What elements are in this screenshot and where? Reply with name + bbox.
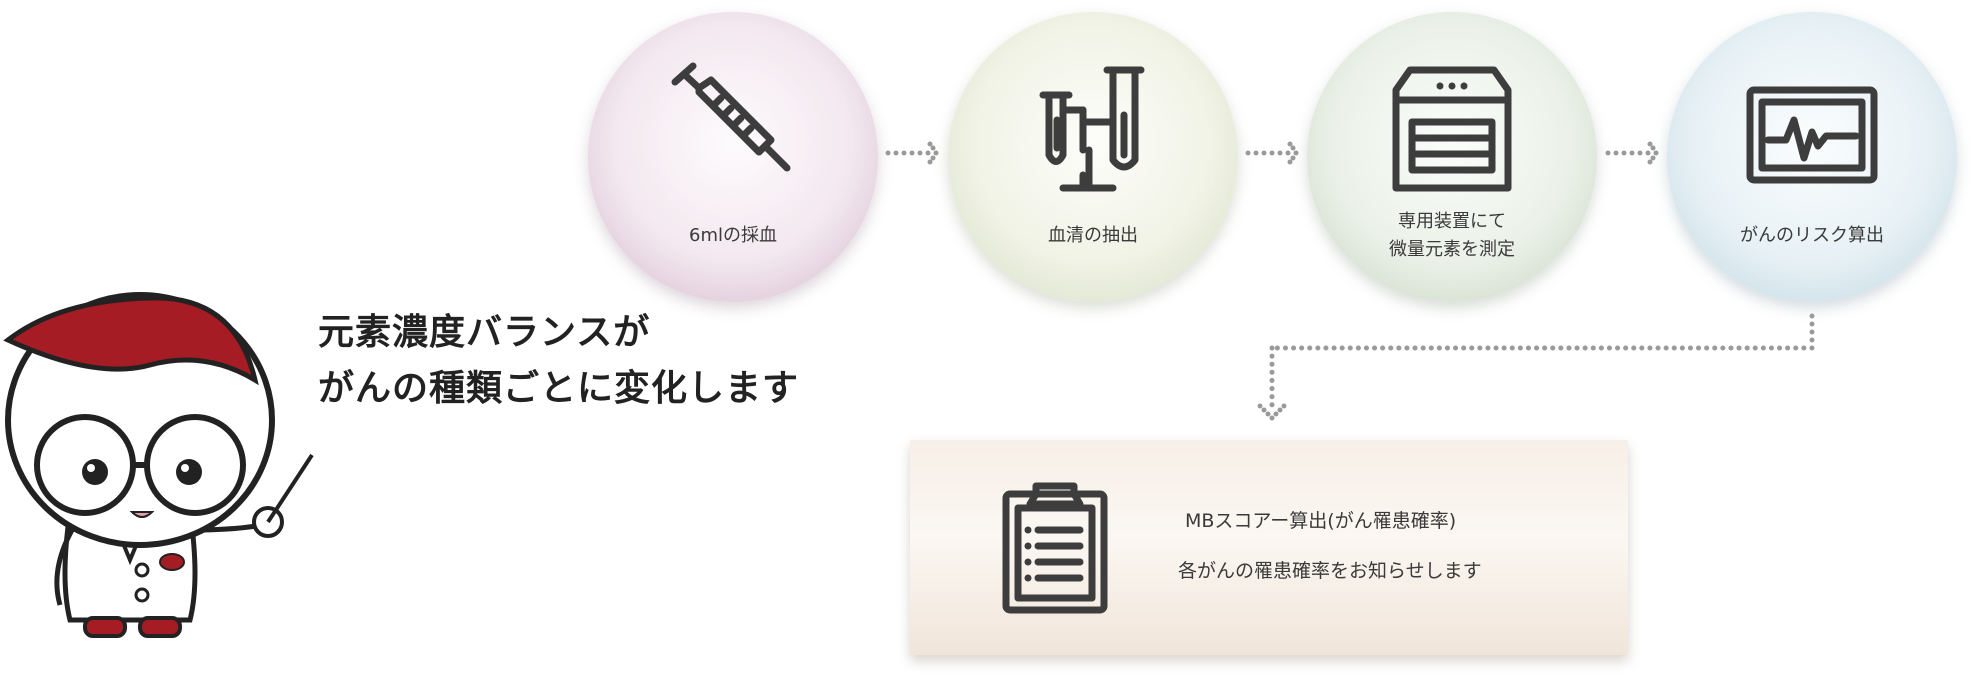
clipboard-icon (1002, 482, 1108, 614)
result-title: MBスコアー算出(がん罹患確率) (1185, 510, 1457, 532)
syringe-icon (671, 62, 791, 172)
headline-line-2: がんの種類ごとに変化します (318, 368, 800, 409)
step-label-line-2: 微量元素を測定 (1389, 239, 1515, 260)
step-label: がんのリスク算出 (1740, 225, 1884, 246)
step-serum-extraction: 血清の抽出 (948, 12, 1238, 302)
test-tubes-icon (1039, 66, 1145, 192)
step-blood-draw: 6mlの採血 (588, 12, 878, 302)
step-label: 6mlの採血 (689, 225, 777, 246)
step-trace-element-measurement: 専用装置にて 微量元素を測定 (1307, 12, 1597, 302)
dotted-connector-down (1257, 313, 1815, 421)
step-label-line-1: 専用装置にて (1398, 211, 1506, 232)
dotted-arrow-right-2 (1245, 141, 1299, 165)
step-cancer-risk-calculation: がんのリスク算出 (1667, 12, 1957, 302)
headline: 元素濃度バランスが がんの種類ごとに変化します (318, 305, 799, 417)
headline-line-1: 元素濃度バランスが (318, 312, 651, 353)
mb-score-result-panel: MBスコアー算出(がん罹患確率) 各がんの罹患確率をお知らせします (910, 440, 1628, 655)
step-label: 血清の抽出 (1048, 225, 1138, 246)
monitor-heartbeat-icon (1746, 86, 1878, 184)
step-label: 専用装置にて 微量元素を測定 (1307, 208, 1597, 264)
dotted-arrow-right-1 (885, 141, 939, 165)
doctor-mascot-illustration (3, 292, 314, 638)
result-description: 各がんの罹患確率をお知らせします (1178, 560, 1482, 582)
analyzer-device-icon (1392, 66, 1512, 192)
dotted-arrow-right-3 (1605, 141, 1659, 165)
